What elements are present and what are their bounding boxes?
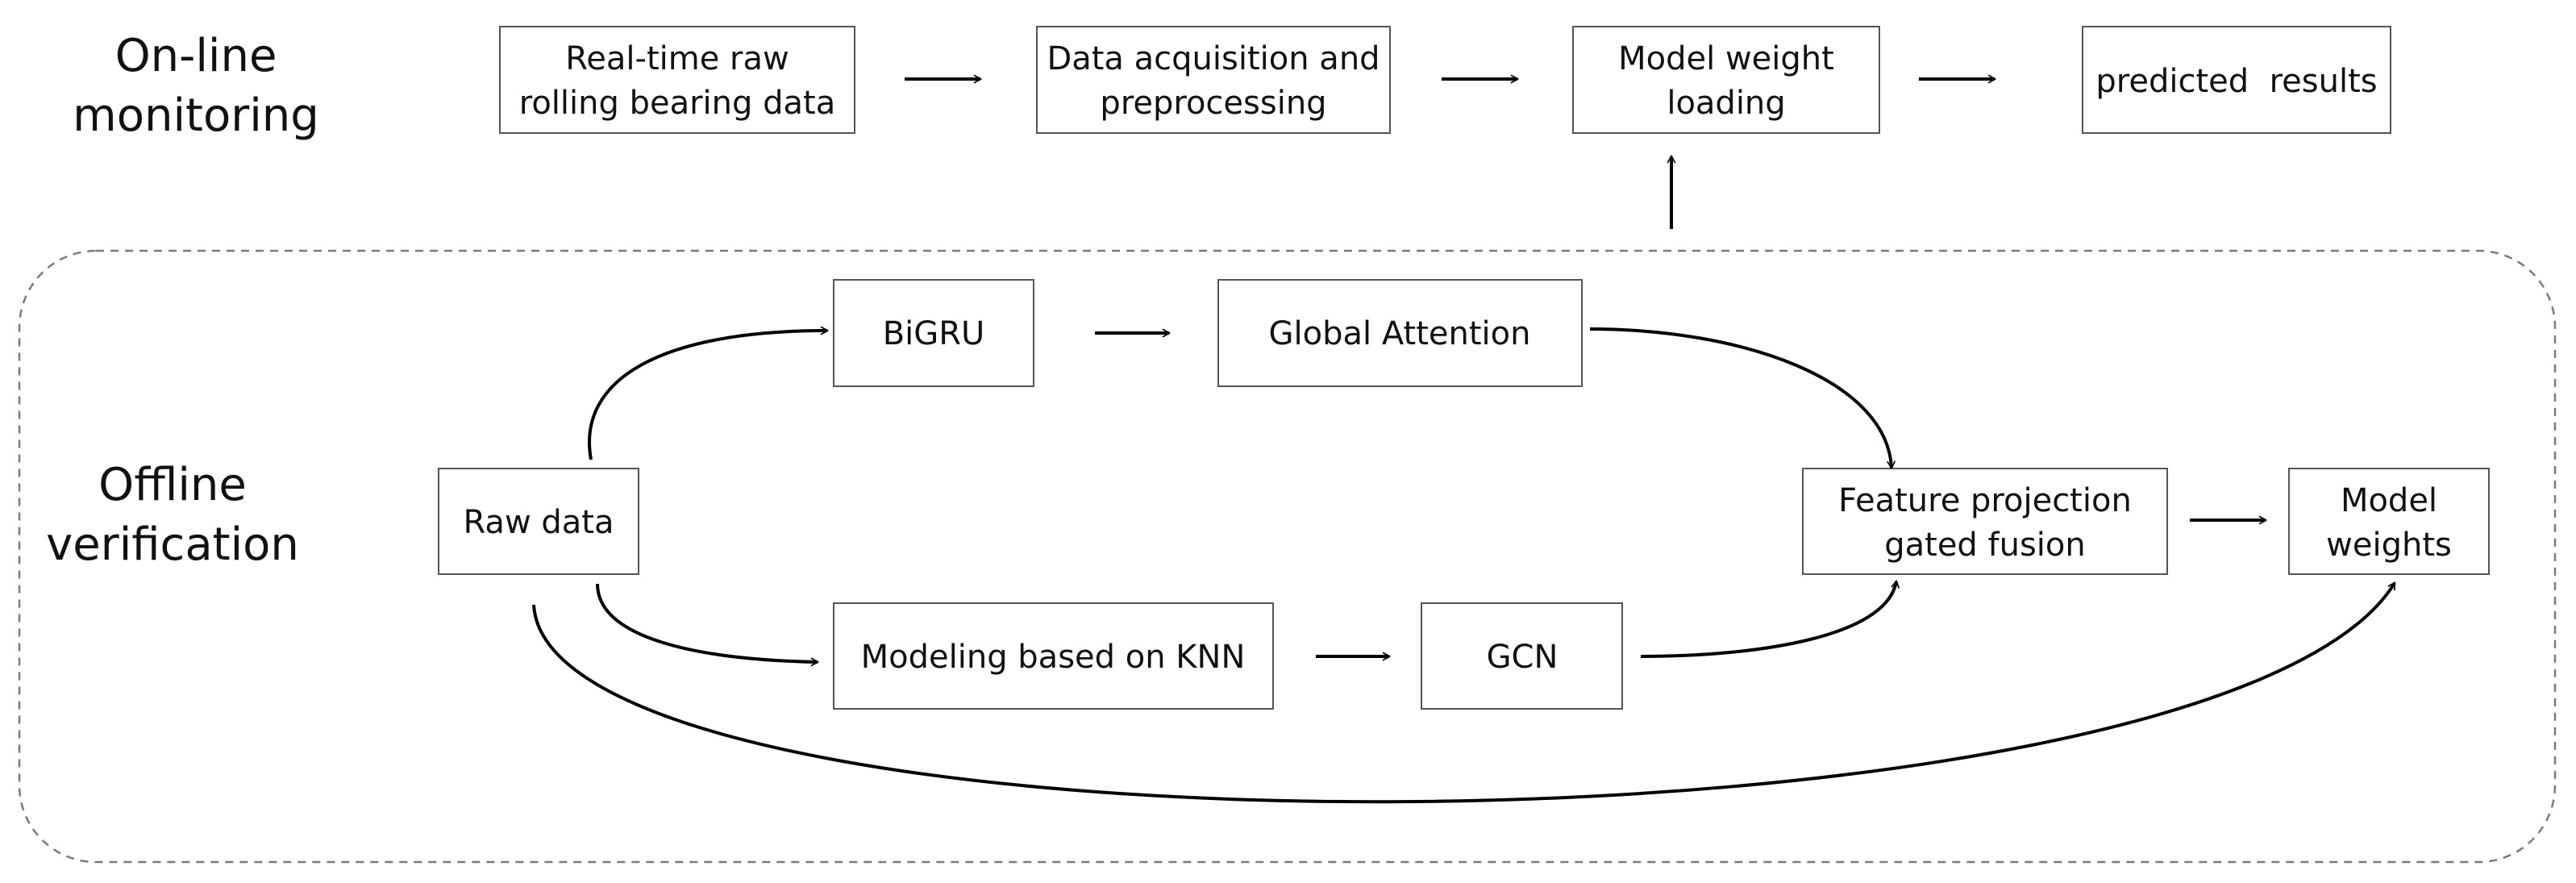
- predicted-results-node: predicted results: [2082, 26, 2391, 134]
- offline-verification-boundary: [18, 249, 2557, 864]
- feature-fusion-line-2: gated fusion: [1884, 527, 2086, 564]
- offline-label-line-1: Offline: [98, 459, 247, 511]
- realtime-raw-data-node: Real-time raw rolling bearing data: [499, 26, 855, 134]
- realtime-raw-data-line-1: Real-time raw: [565, 40, 789, 77]
- raw-data-label: Raw data: [464, 504, 614, 541]
- svg-text:monitoring: monitoring: [73, 90, 319, 142]
- model-weights-line-2: weights: [2326, 527, 2452, 564]
- arrow-gcn-to-fusion: [1640, 580, 1900, 658]
- model-weight-loading-line-2: loading: [1667, 85, 1785, 122]
- predicted-results-label: predicted results: [2095, 63, 2377, 100]
- arrow-rawdata-to-bigru: [588, 326, 829, 460]
- knn-modeling-label: Modeling based on KNN: [861, 639, 1246, 676]
- model-weights-node: Model weights: [2288, 468, 2490, 575]
- data-acquisition-node: Data acquisition and preprocessing: [1036, 26, 1391, 134]
- online-label-line-1: On-line: [115, 30, 277, 82]
- global-attention-label: Global Attention: [1269, 315, 1531, 352]
- feature-fusion-line-1: Feature projection: [1838, 482, 2132, 519]
- arrow-rawdata-to-weights: [532, 581, 2396, 804]
- online-label-line-2: monitoring: [73, 90, 319, 142]
- svg-text:Offline: Offline: [98, 459, 247, 511]
- svg-text:On-line: On-line: [115, 30, 277, 82]
- bigru-label: BiGRU: [883, 315, 985, 352]
- gcn-label: GCN: [1487, 639, 1559, 676]
- offline-label-line-2: verification: [46, 519, 299, 571]
- knn-modeling-node: Modeling based on KNN: [833, 602, 1274, 710]
- realtime-raw-data-line-2: rolling bearing data: [519, 85, 835, 122]
- model-weight-loading-node: Model weight loading: [1572, 26, 1880, 134]
- arrow-attention-to-fusion: [1589, 327, 1896, 469]
- model-weight-loading-line-1: Model weight: [1618, 40, 1834, 77]
- online-monitoring-label: On-line monitoring: [73, 30, 319, 142]
- model-weights-line-1: Model: [2341, 482, 2437, 519]
- feature-fusion-node: Feature projection gated fusion: [1802, 468, 2168, 575]
- bigru-node: BiGRU: [833, 279, 1034, 387]
- arrow-rawdata-to-knn: [596, 583, 819, 667]
- data-acquisition-line-1: Data acquisition and: [1047, 40, 1380, 77]
- global-attention-node: Global Attention: [1217, 279, 1583, 387]
- gcn-node: GCN: [1421, 602, 1623, 710]
- raw-data-node: Raw data: [438, 468, 639, 575]
- svg-text:verification: verification: [46, 519, 299, 571]
- data-acquisition-line-2: preprocessing: [1100, 85, 1326, 122]
- offline-verification-label: Offline verification: [46, 459, 299, 571]
